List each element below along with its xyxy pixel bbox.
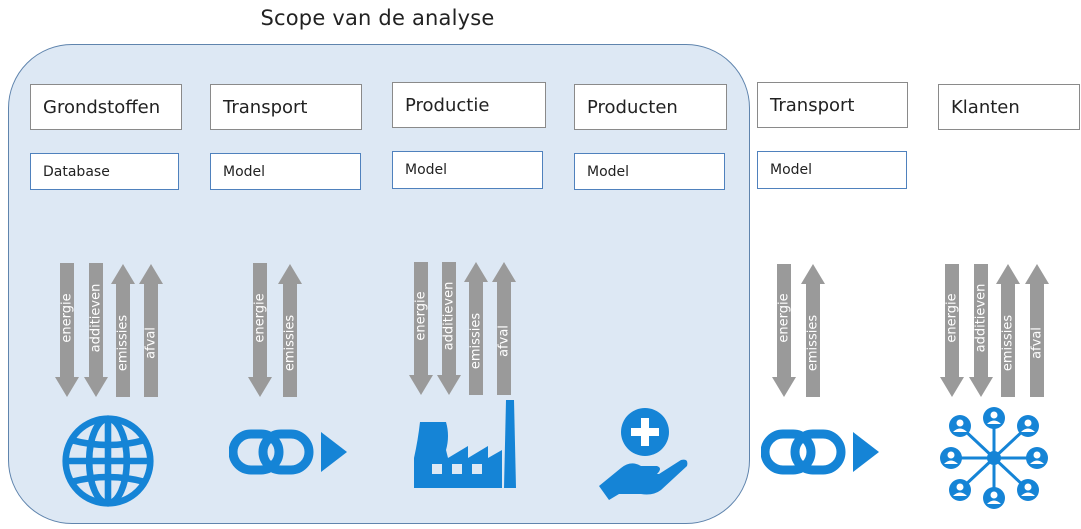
scope-title: Scope van de analyse [260,6,495,30]
flow-label: additieven [88,283,104,353]
stage-transport-outbound: Transport [757,82,908,128]
flow-arrow-shape [84,263,108,397]
flow-label: energie [59,293,75,343]
flow-arrow-energie: energie [55,263,79,397]
flow-label: emissies [805,314,821,371]
chain-link-arrow-icon [229,428,349,476]
flow-label: afval [1029,326,1045,359]
flow-label: emissies [282,314,298,371]
flow-arrow-shape [437,262,461,395]
flow-arrow-energie: energie [409,262,433,395]
flow-label: energie [944,293,960,343]
flow-arrow-additieven: additieven [84,263,108,397]
flow-label: additieven [441,281,457,351]
customer-network-icon [938,404,1050,512]
flow-label: emissies [1000,314,1016,371]
globe-icon [61,414,155,508]
flow-arrow-shape [278,264,302,397]
flow-label: emissies [468,312,484,369]
flow-arrow-afval: afval [139,264,163,397]
flow-label: afval [496,324,512,357]
flow-arrow-energie: energie [248,263,272,397]
flow-arrow-shape [1025,264,1049,397]
flow-arrow-emissies: emissies [111,264,135,397]
flow-arrow-energie: energie [940,264,964,397]
flow-arrow-shape [492,262,516,395]
flow-arrow-shape [139,264,163,397]
flow-arrow-shape [409,262,433,395]
flow-arrow-emissies: emissies [996,264,1020,397]
flow-arrow-energie: energie [772,264,796,397]
tool-model-transport-inbound: Model [210,153,361,190]
flow-arrow-shape [111,264,135,397]
flow-arrow-emissies: emissies [278,264,302,397]
flow-arrow-shape [248,263,272,397]
flow-arrow-shape [969,264,993,397]
stage-productie: Productie [392,82,546,128]
flow-arrow-emissies: emissies [464,262,488,395]
tool-model-producten: Model [574,153,725,190]
flow-label: additieven [973,283,989,353]
flow-arrow-additieven: additieven [969,264,993,397]
flow-label: afval [143,326,159,359]
stage-grondstoffen: Grondstoffen [30,84,182,130]
flow-arrow-afval: afval [492,262,516,395]
flow-arrow-shape [940,264,964,397]
tool-database: Database [30,153,179,190]
chain-link-arrow-icon [761,428,881,476]
flow-arrow-shape [55,263,79,397]
flow-arrow-emissies: emissies [801,264,825,397]
stage-producten: Producten [574,84,727,130]
flow-arrow-shape [464,262,488,395]
stage-klanten: Klanten [938,84,1080,130]
stage-transport-inbound: Transport [210,84,362,130]
flow-arrow-additieven: additieven [437,262,461,395]
tool-model-productie: Model [392,151,543,189]
hand-plus-icon [597,404,693,500]
flow-arrow-shape [772,264,796,397]
factory-icon [410,400,522,488]
flow-label: energie [252,293,268,343]
tool-model-transport-outbound: Model [757,151,907,189]
flow-label: emissies [115,314,131,371]
flow-label: energie [413,291,429,341]
flow-arrow-shape [996,264,1020,397]
flow-arrow-shape [801,264,825,397]
flow-label: energie [776,293,792,343]
flow-arrow-afval: afval [1025,264,1049,397]
